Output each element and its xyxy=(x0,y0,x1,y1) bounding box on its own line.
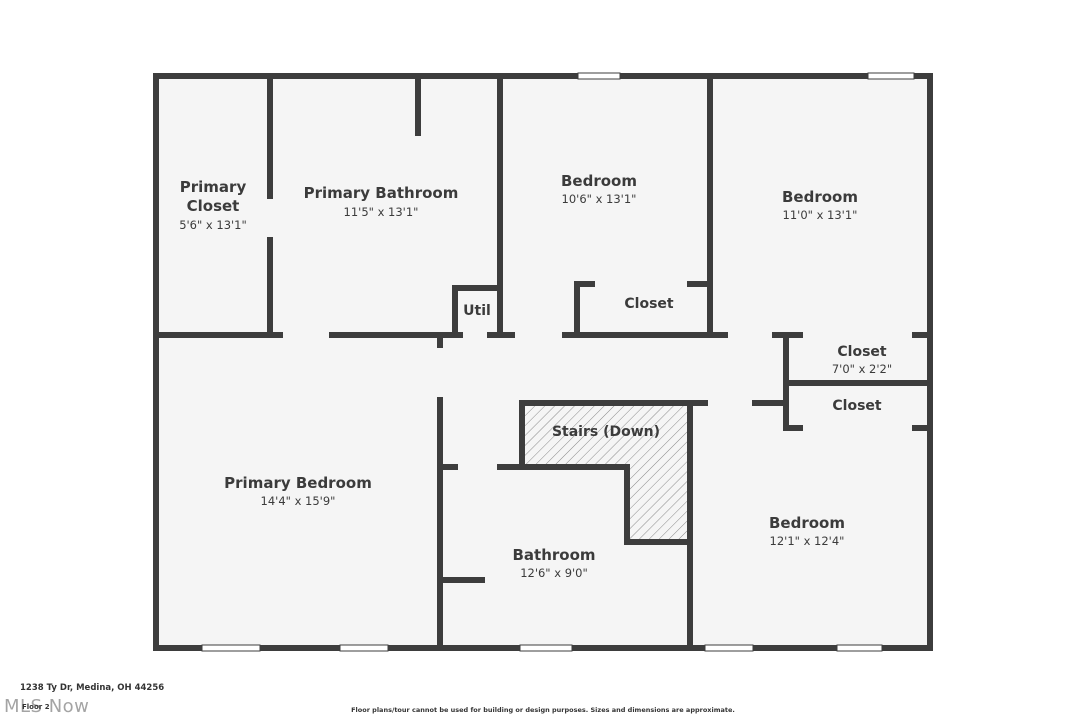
closet-2-dims: 7'0" x 2'2" xyxy=(832,362,892,376)
bathroom-dims: 12'6" x 9'0" xyxy=(520,566,588,580)
primary-bathroom-dims: 11'5" x 13'1" xyxy=(344,205,419,219)
room-labels: Primary Closet 5'6" x 13'1" Primary Bath… xyxy=(179,172,892,580)
primary-closet-dims: 5'6" x 13'1" xyxy=(179,218,247,232)
util-name: Util xyxy=(463,303,491,319)
closet-3-name: Closet xyxy=(832,398,882,414)
bedroom-1-name: Bedroom xyxy=(561,172,637,190)
primary-closet-name-line2: Closet xyxy=(187,197,240,215)
stairs-area xyxy=(522,403,690,542)
closet-1-name: Closet xyxy=(624,296,674,312)
primary-bedroom-dims: 14'4" x 15'9" xyxy=(261,494,336,508)
watermark-logo: MLS Now xyxy=(4,696,90,717)
disclaimer-text: Floor plans/tour cannot be used for buil… xyxy=(351,706,735,714)
floor-label: Floor 2 xyxy=(22,703,50,711)
bathroom-name: Bathroom xyxy=(512,546,595,564)
windows xyxy=(201,72,915,652)
primary-bedroom-name: Primary Bedroom xyxy=(224,474,372,492)
primary-closet-name-line1: Primary xyxy=(180,178,247,196)
bedroom-3-dims: 12'1" x 12'4" xyxy=(770,534,845,548)
bedroom-3-name: Bedroom xyxy=(769,514,845,532)
bedroom-1-dims: 10'6" x 13'1" xyxy=(562,192,637,206)
address-label: 1238 Ty Dr, Medina, OH 44256 xyxy=(20,683,165,693)
bedroom-2-name: Bedroom xyxy=(782,188,858,206)
primary-bathroom-name: Primary Bathroom xyxy=(304,184,459,202)
floor-area xyxy=(156,76,930,648)
closet-2-name: Closet xyxy=(837,344,887,360)
stairs-name: Stairs (Down) xyxy=(552,424,660,440)
bedroom-2-dims: 11'0" x 13'1" xyxy=(783,208,858,222)
